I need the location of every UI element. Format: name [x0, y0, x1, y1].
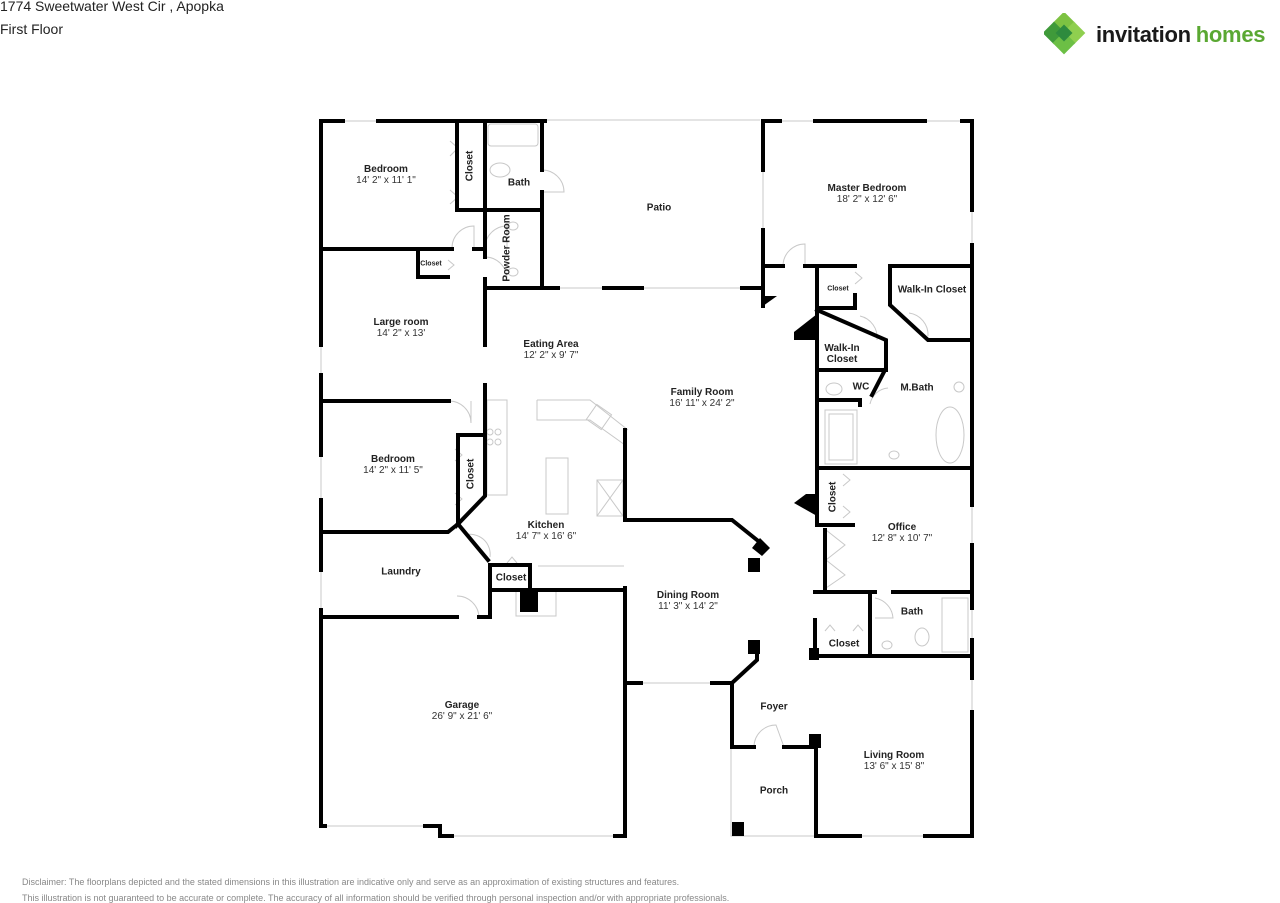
disclaimer-line-2: This illustration is not guaranteed to b…: [22, 893, 730, 903]
floor-label: First Floor: [0, 21, 63, 37]
disclaimer-line-1: Disclaimer: The floorplans depicted and …: [22, 877, 680, 887]
logo-diamond-icon: [1044, 13, 1086, 55]
property-address: 1774 Sweetwater West Cir , Apopka: [0, 0, 224, 14]
